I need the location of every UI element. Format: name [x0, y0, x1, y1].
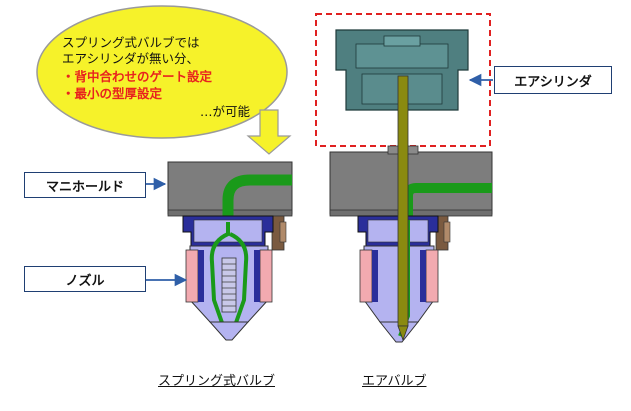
- spring-valve-drawing: [167, 161, 293, 341]
- nozzle-label: ノズル: [24, 266, 146, 292]
- callout-bubble: [36, 5, 288, 139]
- callout-line-2: エアシリンダが無い分、: [62, 51, 200, 66]
- callout-bullet-1: ・背中合わせのゲート設定: [62, 69, 213, 84]
- air-valve-caption: エアバルブ: [362, 374, 427, 389]
- manifold-label: マニホールド: [24, 172, 146, 198]
- callout-line-1: スプリング式バルブでは: [62, 35, 200, 50]
- air-valve-drawing: [329, 29, 493, 343]
- down-arrow-icon: [246, 109, 292, 155]
- spring-valve-caption: スプリング式バルブ: [158, 374, 276, 389]
- callout-tail: …が可能: [200, 104, 251, 119]
- callout-bullet-2: ・最小の型厚設定: [62, 86, 163, 101]
- air-cylinder-label: エアシリンダ: [494, 66, 612, 94]
